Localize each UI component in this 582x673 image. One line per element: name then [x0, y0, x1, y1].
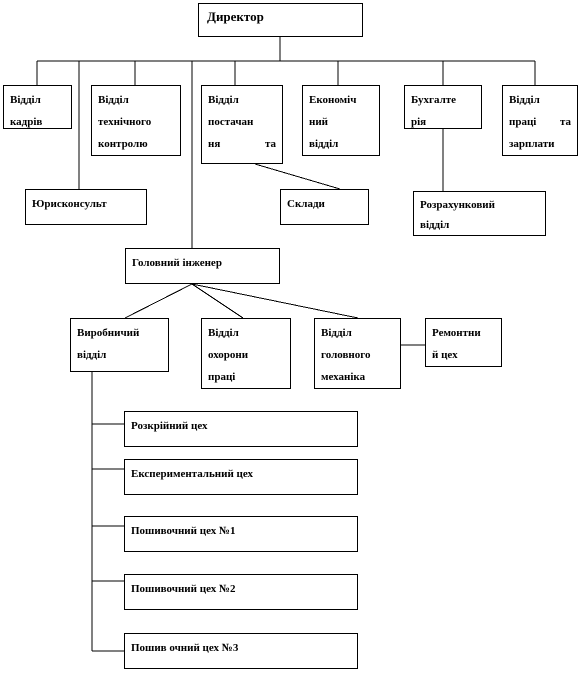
node-chief-engineer: Головний інженер: [125, 248, 280, 284]
node-tech-control: Відділ технічного контролю: [91, 85, 181, 156]
node-cutting-shop: Розкрійний цех: [124, 411, 358, 447]
connector-production: [124, 283, 193, 319]
node-sewing-shop-3: Пошив очний цех №3: [124, 633, 358, 669]
node-warehouses: Склади: [280, 189, 369, 225]
node-director: Директор: [198, 3, 363, 37]
connector-labor-protection: [191, 283, 244, 319]
node-legal-adviser: Юрисконсульт: [25, 189, 147, 225]
node-labor-protection: Відділ охорони праці: [201, 318, 291, 389]
connector-chief-mechanic: [191, 283, 359, 319]
node-sewing-shop-2: Пошивочний цех №2: [124, 574, 358, 610]
node-supply-dept: Відділ постачан ня та: [201, 85, 283, 164]
node-hr-dept: Відділ кадрів: [3, 85, 72, 129]
node-sewing-shop-1: Пошивочний цех №1: [124, 516, 358, 552]
node-experimental-shop: Експериментальний цех: [124, 459, 358, 495]
connector-warehouses: [254, 163, 341, 190]
node-labor-dept: Відділ праці та зарплати: [502, 85, 578, 156]
node-repair-shop: Ремонтни й цех: [425, 318, 502, 367]
node-accounting: Бухгалте рія: [404, 85, 482, 129]
node-production-dept: Виробничий відділ: [70, 318, 169, 372]
node-chief-mechanic: Відділ головного механіка: [314, 318, 401, 389]
node-settlement-dept: Розрахунковий відділ: [413, 191, 546, 236]
node-economic-dept: Економіч ний відділ: [302, 85, 380, 156]
